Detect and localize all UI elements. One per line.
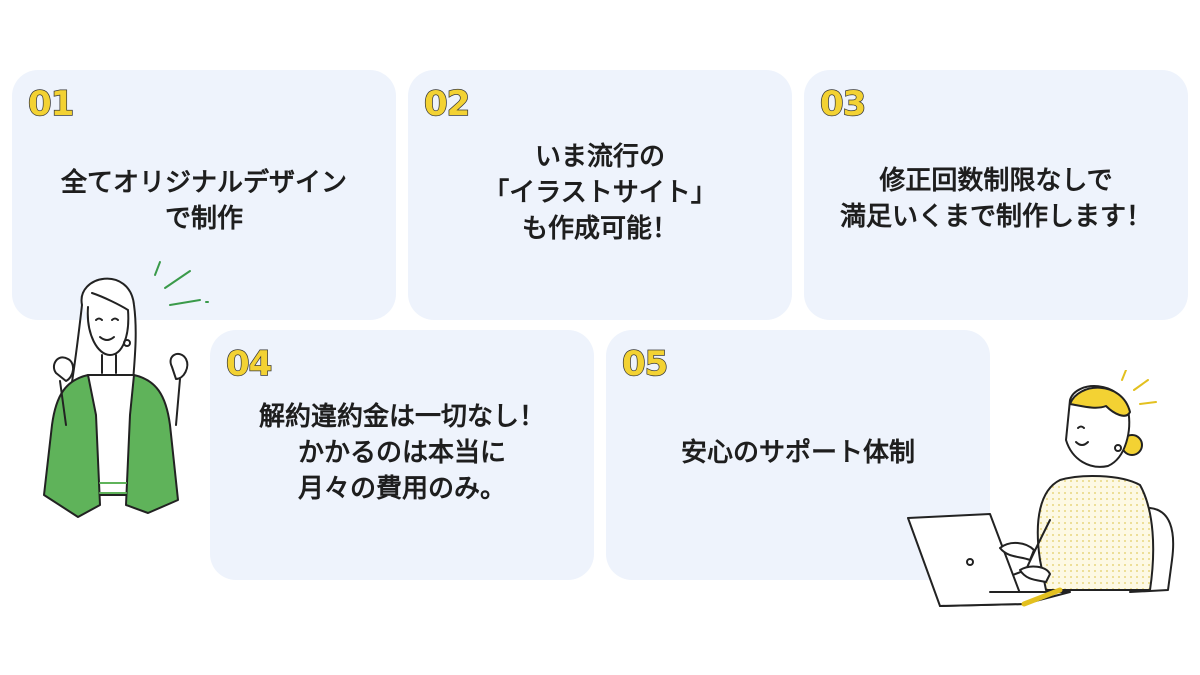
- feature-text-line: いま流行の: [534, 142, 665, 172]
- feature-text-line: 全てオリジナルデザイン: [60, 168, 347, 198]
- feature-text-line: も作成可能！: [521, 213, 678, 244]
- feature-card-02: 02 いま流行の 「イラストサイト」 も作成可能！: [408, 70, 792, 320]
- feature-number: 01: [27, 83, 75, 125]
- feature-text-line: 安心のサポート体制: [680, 438, 915, 468]
- feature-text: いま流行の 「イラストサイト」 も作成可能！: [408, 140, 792, 248]
- feature-text-line: 解約違約金は一切なし！: [258, 402, 545, 432]
- feature-number: 03: [819, 83, 867, 125]
- feature-text-line: 修正回数制限なしで: [879, 166, 1113, 196]
- cheering-woman-illustration: [43, 261, 209, 518]
- feature-text: 修正回数制限なしで 満足いくまで制作します！: [804, 164, 1188, 236]
- feature-text-line: で制作: [164, 203, 243, 234]
- woman-with-laptop-illustration: [907, 370, 1175, 607]
- feature-text-line: かかるのは本当に: [297, 437, 506, 468]
- feature-number: 02: [423, 83, 471, 125]
- feature-text: 安心のサポート体制: [606, 436, 990, 472]
- feature-text: 解約違約金は一切なし！ かかるのは本当に 月々の費用のみ。: [210, 400, 594, 508]
- feature-card-03: 03 修正回数制限なしで 満足いくまで制作します！: [804, 70, 1188, 320]
- feature-card-01: 01 全てオリジナルデザイン で制作: [12, 70, 396, 320]
- feature-text: 全てオリジナルデザイン で制作: [12, 166, 396, 238]
- feature-text-line: 月々の費用のみ。: [297, 473, 506, 504]
- feature-number: 05: [621, 343, 669, 385]
- feature-card-04: 04 解約違約金は一切なし！ かかるのは本当に 月々の費用のみ。: [210, 330, 594, 580]
- feature-number: 04: [225, 343, 273, 385]
- feature-text-line: 満足いくまで制作します！: [839, 201, 1152, 232]
- feature-text-line: 「イラストサイト」: [483, 177, 717, 208]
